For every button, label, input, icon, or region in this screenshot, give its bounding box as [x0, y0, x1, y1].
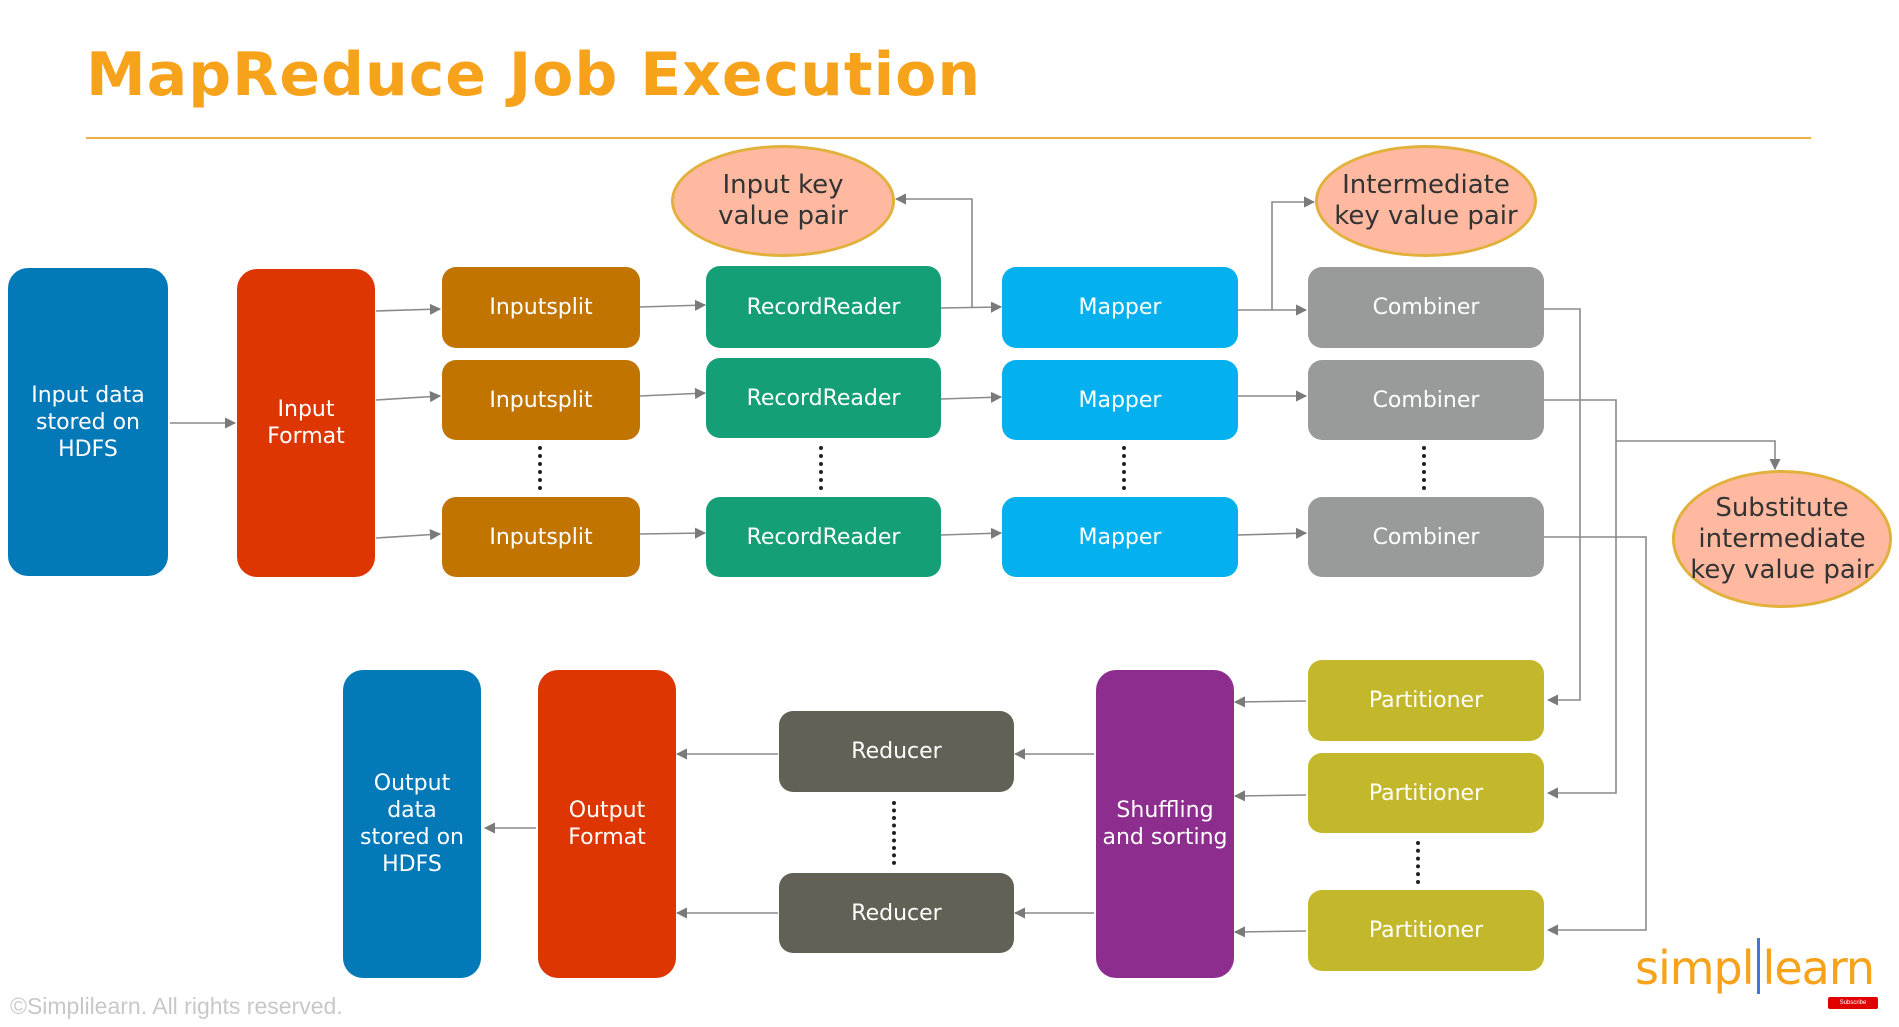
arrow-split-to-reader-1 — [639, 299, 707, 311]
subscribe-button[interactable]: Subscribe — [1828, 997, 1878, 1009]
arrow-combiner-to-partitioner-1 — [1544, 308, 1581, 706]
ellipsis-reducer — [892, 801, 896, 865]
arrow-reader-to-mapper-1 — [940, 301, 1003, 313]
combiner-box-1: Combiner — [1308, 267, 1544, 348]
input-key-value-pair-oval: Input key value pair — [671, 145, 895, 257]
arrow-combiner-to-partitioner-2 — [1544, 399, 1617, 799]
arrow-format-to-split-2 — [375, 391, 442, 403]
arrow-combiner-to-substitute-kv — [1616, 440, 1781, 471]
arrow-combiner-to-partitioner-3 — [1544, 536, 1647, 936]
substitute-intermediate-key-value-pair-oval: Substitute intermediate key value pair — [1672, 470, 1892, 608]
ellipsis-recordreader — [819, 446, 823, 490]
arrow-partitioner-to-shuffle-2 — [1233, 790, 1307, 802]
copyright-text: ©Simplilearn. All rights reserved. — [10, 993, 343, 1019]
logo-text-right: learn — [1762, 941, 1876, 995]
arrow-partitioner-to-shuffle-3 — [1233, 926, 1307, 938]
mapper-box-3: Mapper — [1002, 497, 1238, 577]
ellipsis-combiner — [1422, 446, 1426, 490]
arrow-split-to-reader-2 — [639, 387, 707, 400]
mapper-box-1: Mapper — [1002, 267, 1238, 348]
arrow-mapper-to-intermediate-kv — [1271, 196, 1316, 310]
mapper-box-2: Mapper — [1002, 360, 1238, 440]
arrow-format-to-split-1 — [375, 303, 442, 315]
partitioner-box-2: Partitioner — [1308, 753, 1544, 833]
reducer-box-1: Reducer — [779, 711, 1014, 792]
logo-text-left: simpl — [1635, 941, 1755, 995]
page-title: MapReduce Job Execution — [86, 40, 982, 110]
arrow-reader-to-mapper-2 — [940, 391, 1003, 403]
arrow-reader-to-input-kv — [894, 193, 973, 307]
recordreader-box-1: RecordReader — [706, 266, 941, 348]
inputsplit-box-3: Inputsplit — [442, 497, 640, 577]
arrow-split-to-reader-3 — [639, 527, 707, 539]
input-format-box: Input Format — [237, 269, 375, 577]
partitioner-box-3: Partitioner — [1308, 890, 1544, 971]
input-data-hdfs-box: Input data stored on HDFS — [8, 268, 168, 576]
arrow-partitioner-to-shuffle-1 — [1233, 696, 1307, 708]
inputsplit-box-1: Inputsplit — [442, 267, 640, 348]
arrow-mapper-to-combiner-3 — [1237, 527, 1308, 539]
ellipsis-inputsplit — [538, 446, 542, 490]
title-underline — [86, 137, 1811, 139]
inputsplit-box-2: Inputsplit — [442, 360, 640, 440]
arrow-format-to-split-3 — [375, 529, 442, 541]
arrow-reader-to-mapper-3 — [940, 527, 1003, 539]
partitioner-box-1: Partitioner — [1308, 660, 1544, 741]
ellipsis-partitioner — [1416, 841, 1420, 884]
combiner-box-3: Combiner — [1308, 497, 1544, 577]
output-data-hdfs-box: Output data stored on HDFS — [343, 670, 481, 978]
logo-mark — [1756, 938, 1760, 994]
recordreader-box-3: RecordReader — [706, 497, 941, 577]
recordreader-box-2: RecordReader — [706, 358, 941, 438]
ellipsis-mapper — [1122, 446, 1126, 490]
output-format-box: Output Format — [538, 670, 676, 978]
intermediate-key-value-pair-oval: Intermediate key value pair — [1315, 145, 1537, 257]
combiner-box-2: Combiner — [1308, 360, 1544, 440]
shuffling-sorting-box: Shuffling and sorting — [1096, 670, 1234, 978]
reducer-box-2: Reducer — [779, 873, 1014, 953]
